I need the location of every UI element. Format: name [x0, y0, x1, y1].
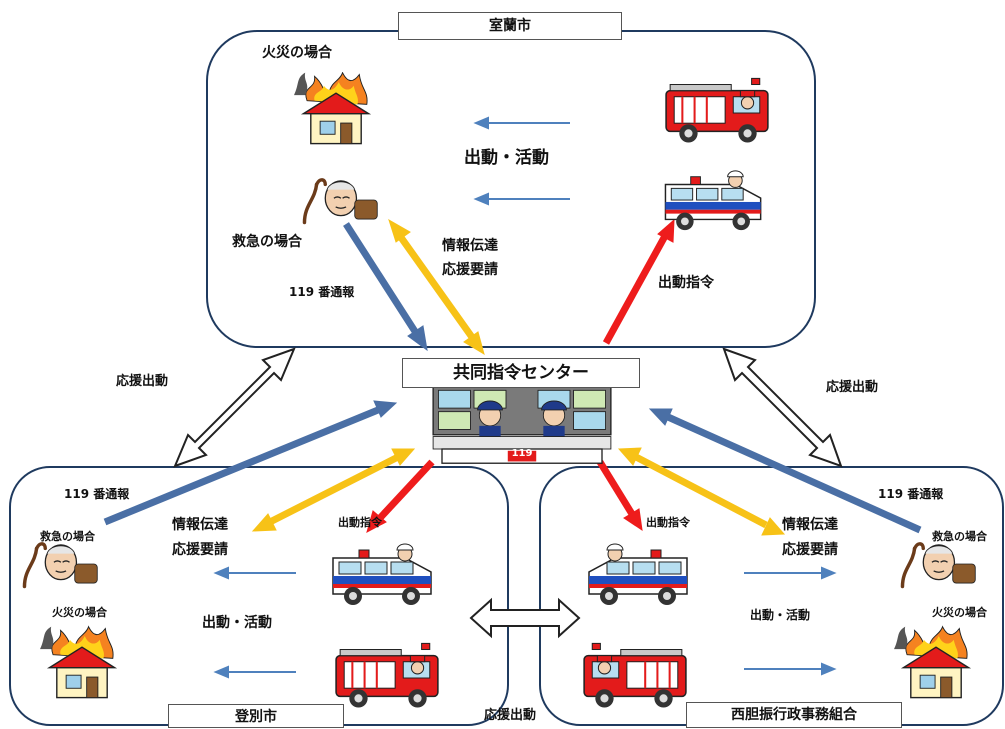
ambulance-icon: [664, 170, 762, 231]
label-fire-case: 火災の場合: [262, 45, 332, 61]
ambulance-icon: [588, 543, 688, 606]
injured-person-icon: [24, 544, 97, 587]
label-info-line1: 情報伝達: [172, 517, 228, 533]
label-emergency-case: 救急の場合: [40, 530, 95, 543]
label-info-line2: 応援要請: [172, 542, 228, 558]
label-dispatch-activity: 出動・活動: [202, 615, 272, 631]
label-support-dispatch: 応援出動: [826, 380, 879, 395]
label-dispatch-activity: 出動・活動: [464, 148, 549, 168]
label-dispatch-order: 出動指令: [658, 275, 714, 291]
label-call-119: 119 番通報: [878, 487, 944, 501]
region-title-nishiiburi: 西胆振行政事務組合: [686, 702, 902, 728]
label-emergency-case: 救急の場合: [232, 234, 302, 250]
center-sign: 119: [512, 448, 533, 459]
activity-arrows-muroran: [473, 116, 570, 206]
ambulance-icon: [332, 543, 432, 606]
label-fire-case: 火災の場合: [52, 606, 107, 619]
label-dispatch-order: 出動指令: [646, 516, 690, 529]
injured-person-icon: [304, 180, 377, 223]
label-fire-case: 火災の場合: [932, 606, 987, 619]
house-fire-icon: [40, 625, 116, 699]
activity-arrows-noboribetsu: [213, 566, 296, 679]
fire-engine-icon: [583, 642, 687, 709]
activity-arrows-nishiiburi: [744, 566, 837, 676]
label-info-line2: 応援要請: [442, 262, 498, 278]
region-title-muroran: 室蘭市: [398, 12, 622, 40]
label-dispatch-order: 出動指令: [338, 516, 382, 529]
fire-engine-icon: [335, 642, 439, 709]
label-call-119: 119 番通報: [64, 487, 130, 501]
label-support-dispatch: 応援出動: [116, 374, 169, 389]
label-info-line1: 情報伝達: [442, 238, 498, 254]
label-info-line2: 応援要請: [782, 542, 838, 558]
label-dispatch-activity: 出動・活動: [750, 608, 811, 622]
center-title: 共同指令センター: [402, 358, 640, 388]
injured-person-icon: [902, 544, 975, 587]
fire-engine-icon: [665, 77, 769, 144]
label-support-dispatch: 応援出動: [484, 708, 537, 723]
info-arrows: [251, 218, 786, 536]
call-arrows: [103, 222, 922, 534]
label-call-119: 119 番通報: [289, 285, 355, 299]
label-info-line1: 情報伝達: [782, 517, 838, 533]
region-title-noboribetsu: 登別市: [168, 704, 344, 728]
house-fire-icon: [894, 625, 970, 699]
order-arrows: [366, 218, 675, 533]
support-arrows: [173, 347, 843, 639]
label-emergency-case: 救急の場合: [932, 530, 987, 543]
house-fire-icon: [294, 72, 370, 145]
